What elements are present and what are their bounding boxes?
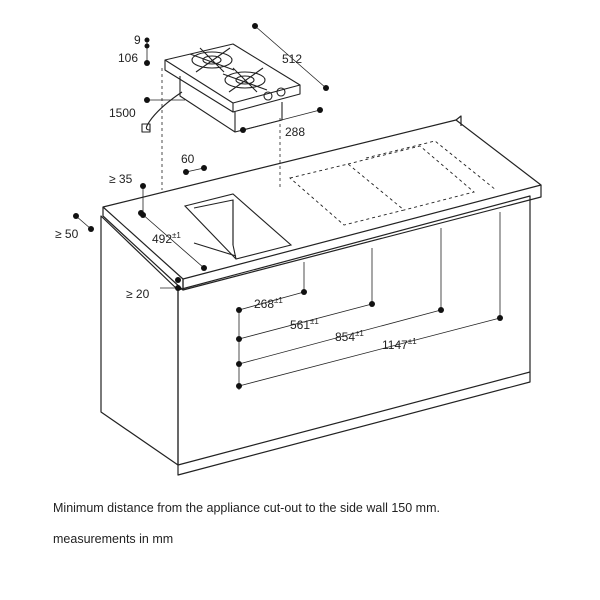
dim-dot: [144, 43, 150, 49]
cutout-outline: [183, 193, 293, 260]
worktop-top: [102, 119, 542, 280]
hob-right: [232, 85, 301, 113]
dim-label-hob-height: 106: [118, 51, 138, 65]
dim-dot: [183, 169, 189, 175]
dim-line-492: [140, 212, 205, 269]
burner-front-icon: [224, 71, 266, 89]
control-knob-1-icon: [263, 91, 273, 101]
power-plug-icon: [141, 123, 151, 133]
dim-dot: [323, 85, 329, 91]
dim-label-cutout-depth: 492±1: [152, 231, 181, 246]
dim-dot: [369, 301, 375, 307]
figure-frame: [40, 12, 560, 586]
dim-line-1147: [238, 317, 501, 387]
units-note: measurements in mm: [53, 532, 174, 546]
dim-dot: [236, 361, 242, 367]
dim-dot: [73, 213, 79, 219]
dim-dot: [301, 289, 307, 295]
dim-dot: [236, 307, 242, 313]
dim-label-rear-margin: 60: [181, 152, 195, 166]
burner-rear-cap-icon: [202, 55, 222, 65]
dim-line-512: [254, 25, 327, 89]
dim-line-50: [75, 215, 92, 230]
dim-label-width-854: 854±1: [335, 329, 364, 344]
dim-dot: [140, 183, 146, 189]
dim-dot: [175, 277, 181, 283]
dashed-cutout-4: [365, 140, 497, 191]
dim-dot: [175, 285, 181, 291]
dim-dot: [144, 37, 150, 43]
dim-line-268: [238, 291, 305, 311]
dim-line-561: [238, 303, 373, 340]
side-wall-note: Minimum distance from the appliance cut-…: [53, 501, 440, 515]
dim-line-60: [185, 167, 205, 173]
cabinet-plinth: [177, 372, 531, 476]
dim-dot: [236, 336, 242, 342]
dim-label-hob-width: 288: [285, 125, 305, 139]
dim-label-width-561: 561±1: [290, 317, 319, 332]
dim-dot: [144, 60, 150, 66]
dim-dot: [201, 165, 207, 171]
dim-dot: [240, 127, 246, 133]
dim-label-cable: 1500: [109, 106, 136, 120]
dim-label-width-1147: 1147±1: [382, 337, 417, 352]
burner-rear-icon: [191, 51, 233, 69]
worktop-back-edge: [455, 115, 462, 126]
cutout-inner-floor: [193, 242, 237, 257]
dim-dot: [497, 315, 503, 321]
control-knob-2-icon: [276, 87, 286, 97]
dim-label-width-268: 268±1: [254, 296, 283, 311]
dim-label-hob-depth: 512: [282, 52, 302, 66]
dashed-cutout-3: [347, 145, 475, 211]
dim-label-flange: 9: [134, 33, 141, 47]
dashed-cutout-2: [289, 163, 405, 226]
dim-label-min-edge: ≥ 35: [109, 172, 133, 186]
dim-dot: [144, 97, 150, 103]
hob-front: [164, 60, 234, 113]
dim-label-min-overhang: ≥ 50: [55, 227, 79, 241]
dim-line-288: [242, 109, 321, 131]
pan-support-front: [222, 67, 268, 93]
dim-dot: [88, 226, 94, 232]
burner-front-cap-icon: [235, 75, 255, 85]
dim-dot: [252, 23, 258, 29]
dim-line-854: [238, 309, 442, 365]
dim-label-min-thickness: ≥ 20: [126, 287, 150, 301]
cutout-inner: [193, 199, 237, 260]
pan-support-rear: [189, 47, 235, 73]
dim-dot: [201, 265, 207, 271]
cabinet-body: [100, 215, 179, 466]
dim-dot: [138, 210, 144, 216]
power-cable: [145, 91, 183, 131]
worktop-left-edge: [102, 207, 184, 291]
dim-dot: [317, 107, 323, 113]
dim-dot: [236, 383, 242, 389]
dim-dot: [438, 307, 444, 313]
